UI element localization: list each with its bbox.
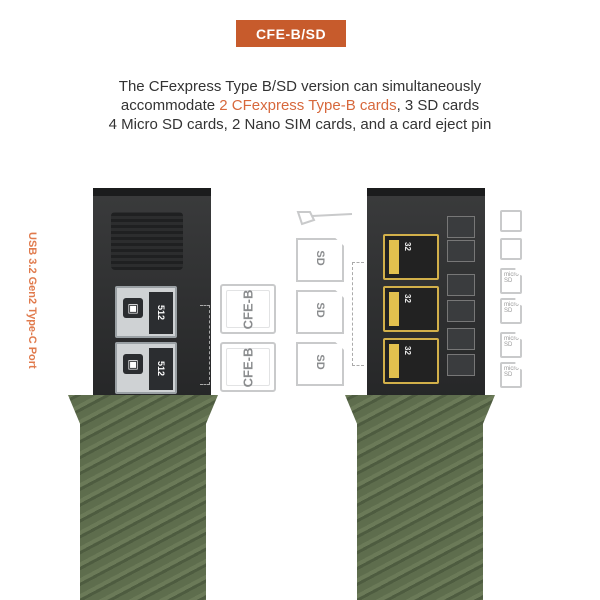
micro-sd-outline: micro SD [500,268,522,294]
sd-outline-label: SD [314,250,326,266]
sd-card-loaded: 32 [383,234,439,280]
description-line-1: The CFexpress Type B/SD version can simu… [118,78,482,95]
micro-sd-slot [447,300,475,322]
sd-card-stripe [389,344,399,378]
micro-sd-slot [447,274,475,296]
micro-sd-outline: micro SD [500,362,522,388]
sd-card-stripe [389,292,399,326]
case-sd-side: 32 32 32 [367,188,485,398]
sd-card-stripe [389,240,399,274]
sd-outline-card: SD [296,342,344,386]
nano-sim-outline [500,238,522,260]
micro-sd-slot [447,354,475,376]
description-line-3: 4 Micro SD cards, 2 Nano SIM cards, and … [108,116,492,133]
sd-outline-card: SD [296,290,344,334]
cfexpress-outline-card: CFE-B [220,342,276,392]
cfexpress-outline-label: CFE-B [240,289,256,329]
sd-card-capacity: 32 [403,242,412,251]
case-grip-right [345,395,495,600]
sd-card-capacity: 32 [403,294,412,303]
usb-port-label: USB 3.2 Gen2 Type-C Port [26,232,38,369]
description: The CFexpress Type B/SD version can simu… [40,77,560,134]
micro-sd-outline-label: micro SD [504,272,519,284]
cfexpress-capacity: 512 [149,292,173,334]
cfexpress-card: ▣ 512 [115,286,177,338]
description-line-2-end: , 3 SD cards [396,97,480,114]
eject-pin-icon [296,211,353,226]
version-badge: CFE-B/SD [236,20,346,47]
card-inner-border [226,348,270,386]
nano-sim-outline [500,210,522,232]
micro-sd-outline: micro SD [500,298,522,324]
case-vent-grille [111,212,183,270]
sd-outline-card: SD [296,238,344,282]
nano-sim-slot [447,216,475,238]
sd-card-loaded: 32 [383,338,439,384]
cfexpress-outline-label: CFE-B [240,347,256,387]
card-inner-border [226,290,270,328]
case-cfexpress-side: ▣ 512 ▣ 512 [93,188,211,398]
micro-sd-outline: micro SD [500,332,522,358]
micro-sd-outline-label: micro SD [504,366,519,378]
description-line-2: accommodate 2 CFexpress Type-B cards, 3 … [40,96,560,115]
case-grip-left [68,395,218,600]
cfexpress-logo-icon: ▣ [123,298,143,318]
cfexpress-logo-icon: ▣ [123,354,143,374]
sd-card-loaded: 32 [383,286,439,332]
case-hinge [93,188,211,196]
cfexpress-card: ▣ 512 [115,342,177,394]
nano-sim-slot [447,240,475,262]
cfexpress-outline-card: CFE-B [220,284,276,334]
micro-sd-outline-label: micro SD [504,302,519,314]
sd-outline-label: SD [314,302,326,318]
description-line-2-start: accommodate [120,97,220,114]
slot-bracket [352,262,364,366]
case-hinge [367,188,485,196]
slot-bracket [200,305,210,385]
sd-card-capacity: 32 [403,346,412,355]
description-highlight: 2 CFexpress Type-B cards [219,97,397,114]
cfexpress-capacity: 512 [149,348,173,390]
micro-sd-outline-label: micro SD [504,336,519,348]
sd-outline-label: SD [314,354,326,370]
micro-sd-slot [447,328,475,350]
